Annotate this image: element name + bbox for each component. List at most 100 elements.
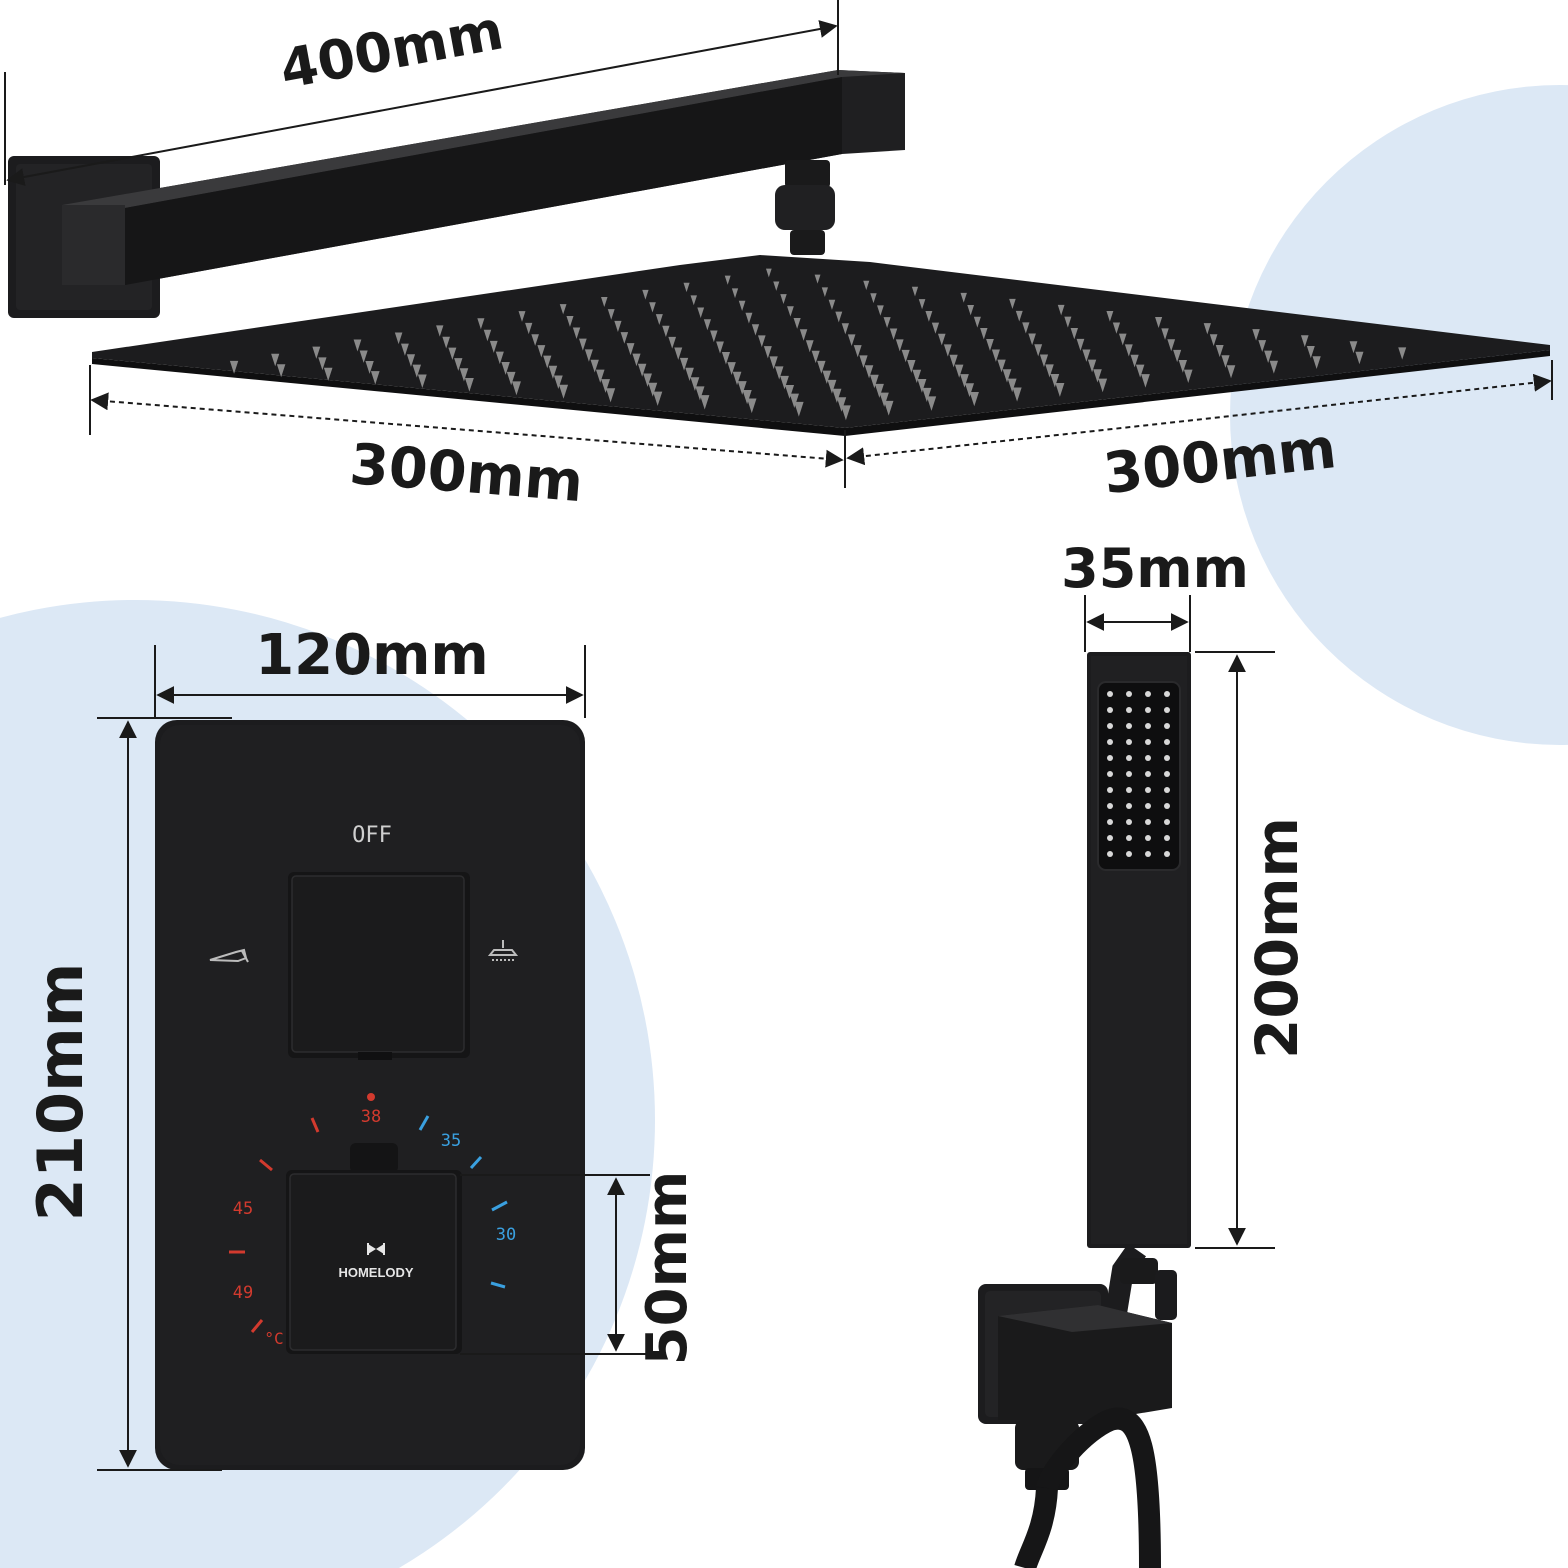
handheld-spray-hole <box>1126 755 1132 761</box>
shower-nozzle <box>353 339 362 352</box>
shower-nozzle <box>1076 338 1085 351</box>
handheld-spray-hole <box>1107 803 1113 809</box>
temp-38: 38 <box>361 1107 381 1127</box>
shower-nozzle <box>703 319 711 331</box>
shower-nozzle <box>370 371 380 385</box>
shower-nozzle <box>863 280 870 291</box>
shower-nozzle <box>442 336 451 349</box>
shower-nozzle <box>931 322 940 334</box>
shower-nozzle <box>731 288 739 299</box>
shower-nozzle <box>1009 298 1016 309</box>
background-circle-right <box>1230 85 1568 745</box>
handheld-spray-hole <box>1145 755 1151 761</box>
shower-nozzle <box>847 334 856 347</box>
shower-nozzle <box>1312 356 1321 369</box>
handheld-spray-hole <box>1107 819 1113 825</box>
shower-nozzle <box>1015 310 1023 322</box>
shower-nozzle <box>394 332 403 345</box>
shower-nozzle <box>1057 304 1065 316</box>
handheld-spray-hole <box>1126 787 1132 793</box>
shower-nozzle <box>980 328 988 340</box>
shower-nozzle <box>1022 322 1030 334</box>
shower-nozzle <box>949 354 958 368</box>
shower-nozzle <box>229 360 239 374</box>
dimension-label-210mm: 210mm <box>24 963 97 1222</box>
shower-nozzle <box>679 357 689 371</box>
shower-nozzle <box>506 371 516 386</box>
shower-nozzle <box>991 349 1000 362</box>
shower-nozzle <box>1039 354 1049 368</box>
shower-nozzle <box>632 353 641 367</box>
shower-nozzle <box>454 358 463 371</box>
handheld-spray-hole <box>1107 723 1113 729</box>
shower-nozzle <box>489 340 498 353</box>
shower-nozzle <box>1028 333 1036 346</box>
shower-nozzle <box>1130 354 1139 368</box>
shower-nozzle <box>822 370 832 384</box>
temp-45: 45 <box>233 1199 253 1219</box>
handheld-spray-hole <box>1126 803 1132 809</box>
shower-nozzle <box>501 361 510 375</box>
shower-nozzle <box>1045 364 1054 378</box>
shower-nozzle <box>614 320 622 332</box>
shower-nozzle <box>518 311 526 322</box>
shower-nozzle <box>566 316 574 327</box>
handheld-spray-hole <box>1164 771 1170 777</box>
shower-nozzle <box>780 294 787 304</box>
shower-nozzle <box>716 341 724 354</box>
shower-nozzle <box>859 355 868 369</box>
handheld-spray-hole <box>1126 835 1132 841</box>
handheld-spray-hole <box>1164 691 1170 697</box>
handheld-spray-hole <box>1107 707 1113 713</box>
diverter-knob <box>288 872 470 1060</box>
handheld-spray-hole <box>1145 771 1151 777</box>
shower-nozzle <box>835 311 843 323</box>
shower-nozzle <box>918 299 926 310</box>
handheld-spray-hole <box>1145 787 1151 793</box>
handheld-spray-hole <box>1164 707 1170 713</box>
shower-nozzle <box>751 324 760 336</box>
shower-nozzle <box>1226 365 1236 379</box>
handheld-spray-hole <box>1164 803 1170 809</box>
handheld-nozzles <box>1107 691 1170 857</box>
shower-nozzle <box>558 384 569 399</box>
shower-nozzle <box>477 318 485 330</box>
handheld-holder <box>978 1243 1177 1490</box>
shower-nozzle <box>553 375 563 390</box>
shower-nozzle <box>601 379 610 393</box>
shower-nozzle <box>799 329 808 341</box>
handheld-spray-hole <box>1126 707 1132 713</box>
shower-nozzle <box>877 305 884 316</box>
shower-nozzle <box>642 289 649 300</box>
temp-35: 35 <box>441 1131 461 1151</box>
shower-nozzle <box>1269 360 1279 374</box>
shower-nozzle <box>271 353 280 367</box>
brand-name: HOMELODY <box>338 1265 413 1280</box>
handheld-spray-hole <box>1126 771 1132 777</box>
shower-nozzle <box>323 367 333 381</box>
shower-nozzle <box>406 354 416 367</box>
dimension-handheld-length: 200mm <box>1195 651 1311 1249</box>
shower-nozzle <box>685 367 694 381</box>
shower-nozzle <box>590 359 599 373</box>
shower-nozzle <box>745 312 753 324</box>
shower-nozzle <box>459 368 469 382</box>
shower-nozzle <box>1070 328 1078 340</box>
shower-nozzle <box>732 371 742 386</box>
shower-nozzle <box>578 338 587 351</box>
shower-nozzle <box>769 356 778 370</box>
dimension-panel-height: 210mm <box>24 717 232 1471</box>
shower-nozzle <box>595 369 605 383</box>
shower-nozzle <box>1209 334 1218 346</box>
shower-nozzle <box>648 382 658 397</box>
shower-nozzle <box>1221 355 1230 368</box>
dimension-handheld-width: 35mm <box>1061 537 1249 652</box>
shower-nozzle <box>655 314 663 325</box>
shower-nozzle <box>643 373 652 387</box>
shower-nozzle <box>967 304 975 316</box>
thermostat-knob: HOMELODY <box>286 1143 462 1354</box>
shower-nozzle <box>448 347 457 360</box>
dimension-knob-size: 50mm <box>460 1171 700 1365</box>
handheld-spray-hole <box>1145 851 1151 857</box>
shower-nozzle <box>1064 316 1072 328</box>
